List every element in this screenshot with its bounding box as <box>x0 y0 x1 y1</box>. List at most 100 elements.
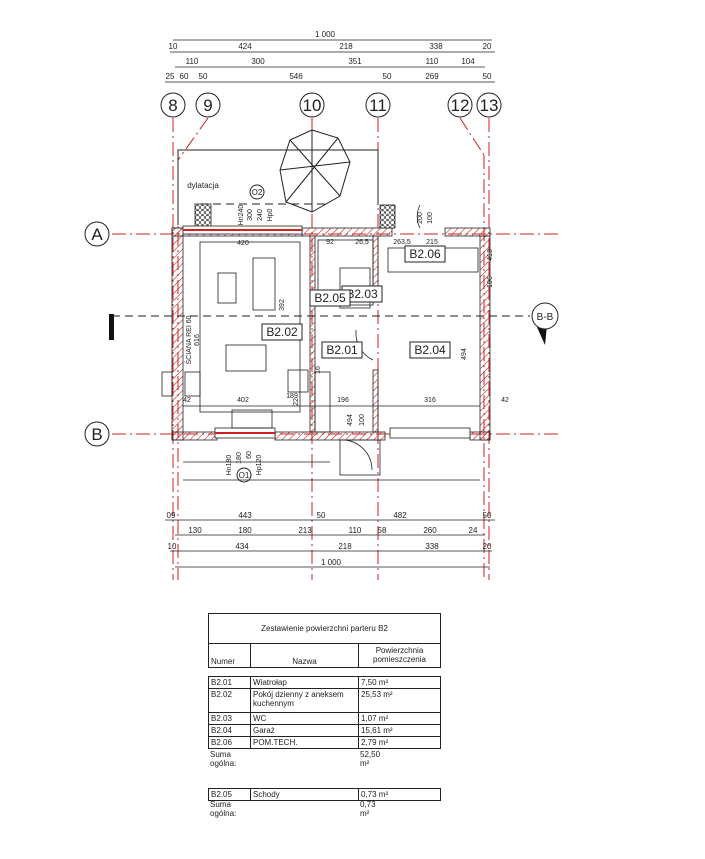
room-label: B2.02 <box>266 325 298 339</box>
inner-dim: 418 <box>487 249 494 261</box>
dim-value: 338 <box>429 42 443 51</box>
window-o1-label: O1 <box>239 471 250 480</box>
dim-total-bottom: 1 000 <box>321 558 342 567</box>
dim-value: 10 <box>168 542 177 551</box>
wall-dim: 616 <box>194 334 201 346</box>
dim-value: 424 <box>238 42 252 51</box>
axis-label: A <box>91 225 103 244</box>
table-cell-area: 2,79 m² <box>358 736 441 749</box>
walls <box>171 203 491 441</box>
inner-dim: 100 <box>359 414 366 426</box>
umbrella-symbol <box>279 129 351 213</box>
dim-value: 10 <box>169 42 178 51</box>
room-label: B2.03 <box>346 287 378 301</box>
inner-dim: 189 <box>286 393 298 400</box>
table-cell-num: B2.06 <box>208 736 251 749</box>
inner-dim: 26,5 <box>355 239 369 246</box>
table-cell-name: Pokój dzienny z aneksem kuchennym <box>250 688 359 713</box>
table-title: Zestawienie powierzchni parteru B2 <box>208 613 441 644</box>
sum-label: Suma ogólna: <box>210 750 237 768</box>
header-nazwa: Nazwa <box>250 643 359 668</box>
axis-bubble <box>476 92 502 118</box>
axis-bubble <box>299 92 325 118</box>
dim-value: 60 <box>180 72 189 81</box>
table-cell-area: 0,73 m² <box>358 788 441 801</box>
axis-bubble <box>84 221 110 247</box>
inner-dim: 494 <box>461 348 468 360</box>
section-marker-left <box>109 314 114 340</box>
dim-value: 110 <box>426 57 439 66</box>
inner-dim: 402 <box>237 397 249 404</box>
inner-dim: 42 <box>501 397 509 404</box>
inner-dim: 200 <box>417 212 424 224</box>
inner-dim: 42 <box>183 397 191 404</box>
inner-dim: 263,5 <box>393 239 411 246</box>
window-o1-dim: Hp120 <box>256 455 263 476</box>
dim-value: 130 <box>188 526 202 535</box>
section-marker-right: B-B <box>531 302 559 345</box>
dim-value: 482 <box>393 511 407 520</box>
room-tag <box>404 245 446 263</box>
terrace-outline <box>177 149 379 225</box>
table-cell-name: Schody <box>250 788 359 801</box>
dim-value: 110 <box>186 57 199 66</box>
axis-label: B <box>91 425 102 444</box>
axis-bubble <box>447 92 473 118</box>
window-o1-dim: 60 <box>246 451 253 459</box>
dim-value: 218 <box>339 42 353 51</box>
dim-value: 50 <box>483 511 492 520</box>
dim-value: 20 <box>483 42 492 51</box>
inner-dim: 420 <box>237 240 249 247</box>
table-cell-num: B2.02 <box>208 688 251 713</box>
window-o1-dim: Hn180 <box>226 455 233 476</box>
sum-value: 52,50 m² <box>360 750 381 768</box>
inner-dim: 392 <box>279 299 286 311</box>
sum2-label: Suma ogólna: <box>210 800 237 818</box>
dim-value: 338 <box>425 542 439 551</box>
dim-total-top: 1 000 <box>315 30 336 39</box>
window-o2-dim: Hn240 <box>238 205 245 226</box>
dim-value: 546 <box>289 72 303 81</box>
wall-note: ŚCIANA REI 60 <box>184 315 193 364</box>
furniture <box>161 204 480 481</box>
axis-bubble <box>365 92 391 118</box>
dim-value: 58 <box>378 526 387 535</box>
dim-value: 09 <box>167 511 176 520</box>
dim-value: 25 <box>166 72 175 81</box>
svg-text:B-B: B-B <box>537 312 554 323</box>
room-label: B2.06 <box>409 247 441 261</box>
dim-value: 351 <box>348 57 362 66</box>
axis-label: 8 <box>168 96 177 115</box>
header-numer: Numer <box>208 643 251 668</box>
room-tag <box>321 341 363 359</box>
room-label: B2.05 <box>314 291 346 305</box>
inner-dim: 100 <box>427 212 434 224</box>
room-tag <box>409 341 451 359</box>
window-o2-label: O2 <box>252 188 263 197</box>
sum2-value: 0,73 m² <box>360 800 376 818</box>
dimension-lines <box>165 39 495 568</box>
inner-dim: 196 <box>337 397 349 404</box>
header-powierzchnia: Powierzchnia pomieszczenia <box>358 643 441 668</box>
table-cell-name: POM.TECH. <box>250 736 359 749</box>
inner-dim: 92 <box>326 239 334 246</box>
dim-value: 50 <box>383 72 392 81</box>
axis-label: 9 <box>203 96 212 115</box>
room-label: B2.04 <box>414 343 446 357</box>
dim-value: 434 <box>235 542 249 551</box>
dim-value: 260 <box>423 526 437 535</box>
dim-value: 50 <box>317 511 326 520</box>
dim-value: 110 <box>349 526 362 535</box>
inner-dim: 16 <box>315 366 322 374</box>
dim-value: 300 <box>251 57 265 66</box>
room-tag <box>261 323 303 341</box>
inner-dim: 494 <box>347 414 354 426</box>
axis-label: 13 <box>480 96 499 115</box>
window-o1-dim: 180 <box>236 452 243 464</box>
